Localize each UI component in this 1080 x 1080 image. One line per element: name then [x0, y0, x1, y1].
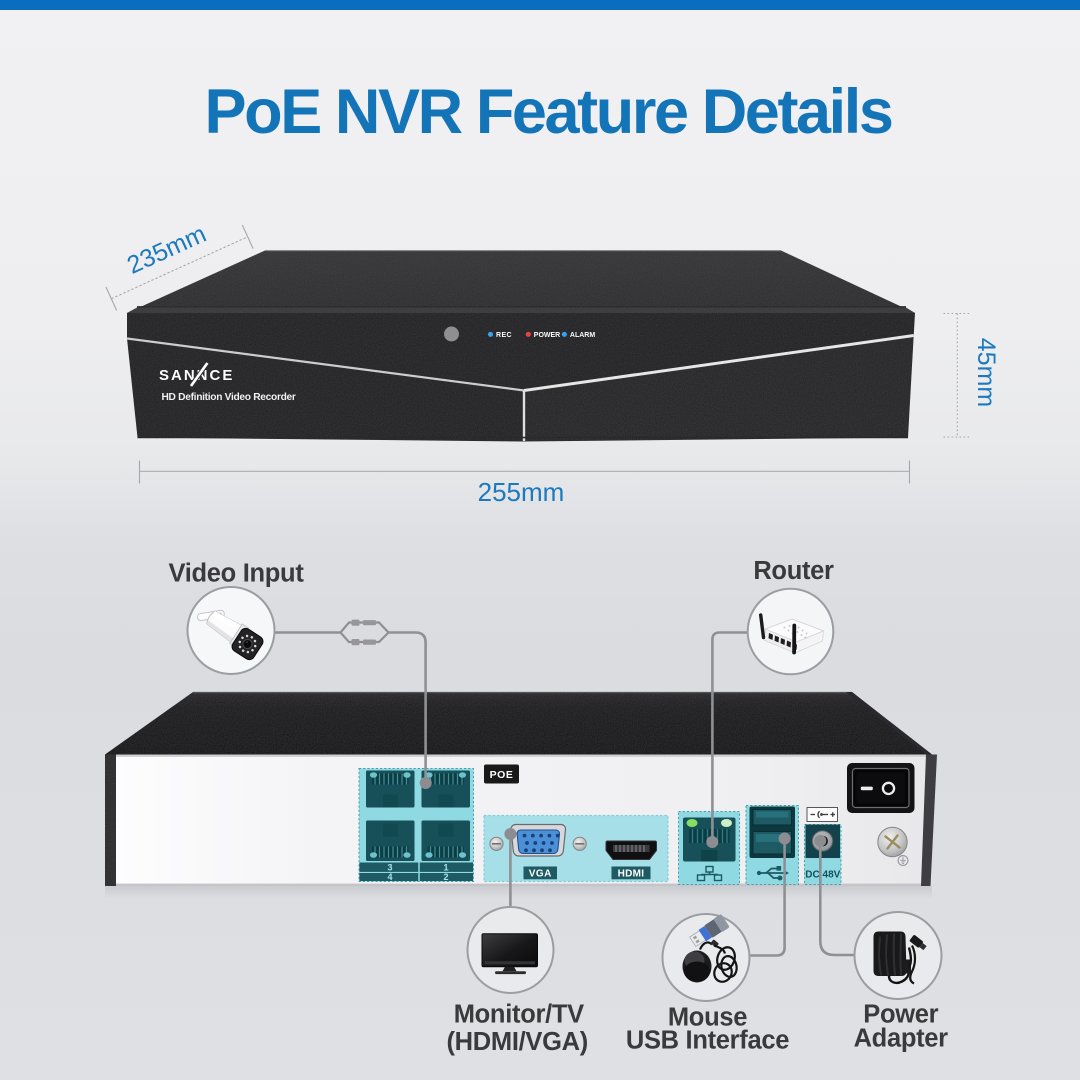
- svg-text:ALARM: ALARM: [570, 332, 595, 339]
- svg-text:1: 1: [443, 863, 448, 873]
- svg-text:HDMI: HDMI: [618, 869, 645, 880]
- svg-text:SANNCE: SANNCE: [159, 367, 234, 384]
- svg-text:3: 3: [387, 863, 392, 873]
- svg-text:HD Definition Video Recorder: HD Definition Video Recorder: [162, 392, 296, 403]
- svg-text:POE: POE: [490, 769, 514, 781]
- svg-text:VGA: VGA: [529, 869, 552, 880]
- svg-text:Mouse: Mouse: [668, 1003, 747, 1031]
- svg-text:Adapter: Adapter: [854, 1025, 949, 1053]
- svg-text:PoE NVR Feature Details: PoE NVR Feature Details: [204, 77, 891, 147]
- svg-text:(HDMI/VGA): (HDMI/VGA): [446, 1028, 587, 1056]
- svg-text:USB Interface: USB Interface: [626, 1027, 789, 1055]
- svg-text:POWER: POWER: [534, 332, 560, 339]
- svg-text:Power: Power: [863, 1001, 938, 1029]
- svg-text:45mm: 45mm: [972, 338, 1000, 407]
- svg-text:Monitor/TV: Monitor/TV: [454, 1001, 584, 1029]
- svg-text:2: 2: [443, 872, 448, 882]
- svg-text:Video Input: Video Input: [168, 560, 304, 588]
- svg-text:255mm: 255mm: [478, 477, 565, 507]
- svg-text:REC: REC: [496, 332, 512, 339]
- svg-text:DC 48V: DC 48V: [805, 869, 840, 880]
- svg-text:Router: Router: [753, 557, 834, 585]
- svg-text:4: 4: [387, 872, 392, 882]
